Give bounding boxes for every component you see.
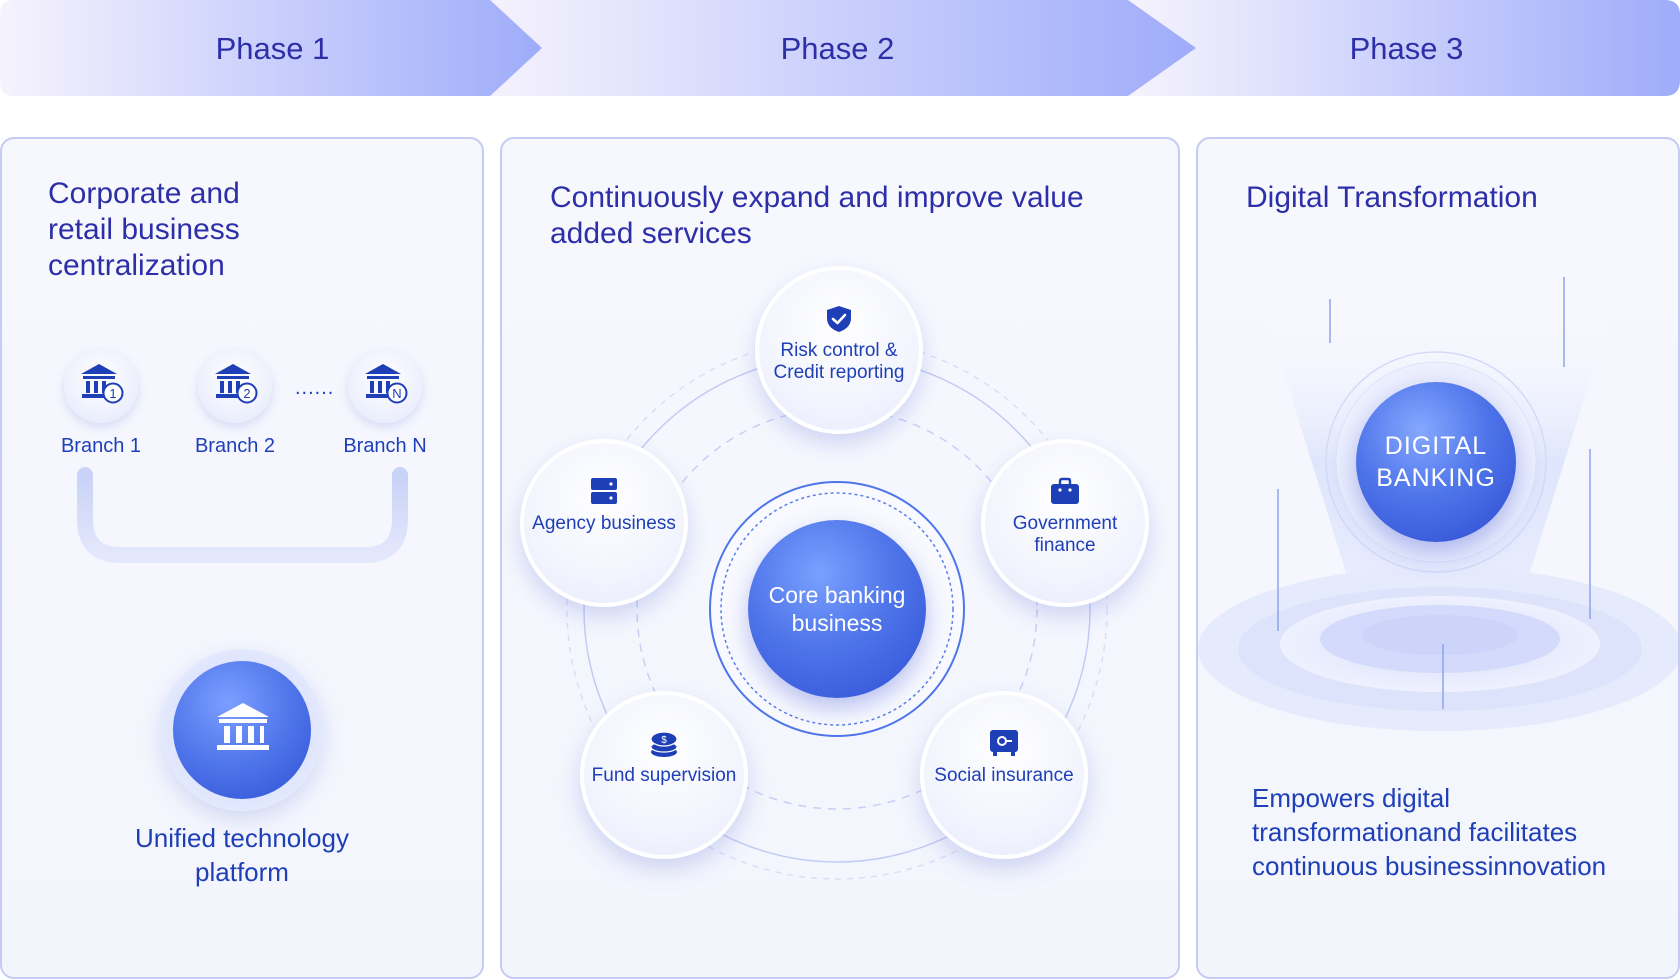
branch-badge: 2 <box>243 386 250 401</box>
server-icon <box>591 478 617 504</box>
phase-2-label: Phase 2 <box>780 31 895 66</box>
branch-label: Branch 1 <box>60 435 142 457</box>
branch-node: N Branch N <box>330 349 440 458</box>
shield-check-icon <box>827 306 851 332</box>
branch-disc: 2 <box>198 349 272 423</box>
safe-icon <box>990 730 1018 756</box>
service-social-insurance: Social insurance <box>920 691 1088 859</box>
branch-node: 2 Branch 2 <box>180 349 290 458</box>
core-banking-node: Core banking business <box>748 520 926 698</box>
platform-label: Unified technology platform <box>135 823 349 887</box>
service-label: Fund supervision <box>591 765 737 786</box>
service-label: Government finance <box>1012 513 1118 556</box>
branch-disc: N <box>348 349 422 423</box>
platform-node-halo <box>161 649 323 811</box>
phase-1-label: Phase 1 <box>215 31 330 66</box>
digital-banking-node: DIGITAL BANKING <box>1356 382 1516 542</box>
service-label: Social insurance <box>934 765 1074 786</box>
phase-1-panel: Corporate and retail business centraliza… <box>0 137 484 979</box>
phase-3-panel: Digital Transformation <box>1196 137 1680 979</box>
digital-banking-label: DIGITAL BANKING <box>1376 432 1496 492</box>
branch-node: 1 Branch 1 <box>46 349 156 458</box>
branch-label: Branch 2 <box>194 435 276 457</box>
service-label: Agency business <box>532 513 676 534</box>
branch-badge: 1 <box>109 386 116 401</box>
platform-node <box>173 661 311 799</box>
bank-branch-icon: N <box>365 364 408 404</box>
branch-ellipsis: ...... <box>295 377 335 399</box>
coin-stack-icon: $ <box>650 731 678 757</box>
phase-1-ribbon <box>0 0 542 96</box>
phase-2-ribbon <box>480 0 1196 96</box>
service-government-finance: Government finance <box>981 439 1149 607</box>
bank-building-icon <box>217 703 269 750</box>
phase-2-title: Continuously expand and improve value ad… <box>550 181 1084 250</box>
branch-label: Branch N <box>343 435 427 457</box>
bank-branch-icon: 1 <box>81 364 124 404</box>
phase-2-panel: Continuously expand and improve value ad… <box>500 137 1180 979</box>
briefcase-icon <box>1051 477 1079 504</box>
svg-text:$: $ <box>661 735 667 746</box>
service-fund-supervision: $ Fund supervision <box>580 691 748 859</box>
branch-badge: N <box>392 386 401 401</box>
phase-3-title: Digital Transformation <box>1246 181 1538 214</box>
phase-3-description: Empowers digital transformationand facil… <box>1252 783 1607 881</box>
service-label: Risk control & Credit reporting <box>773 340 905 383</box>
phase-banner <box>0 0 1680 96</box>
phase-3-label: Phase 3 <box>1349 31 1464 66</box>
branch-connector-lines <box>77 467 408 631</box>
service-risk-control: Risk control & Credit reporting <box>755 266 923 434</box>
bank-branch-icon: 2 <box>215 364 258 404</box>
service-agency-business: Agency business <box>520 439 688 607</box>
phase-3-ribbon <box>1130 0 1680 96</box>
core-banking-label: Core banking business <box>768 582 906 636</box>
branch-disc: 1 <box>64 349 138 423</box>
phase-1-title: Corporate and retail business centraliza… <box>48 177 240 282</box>
